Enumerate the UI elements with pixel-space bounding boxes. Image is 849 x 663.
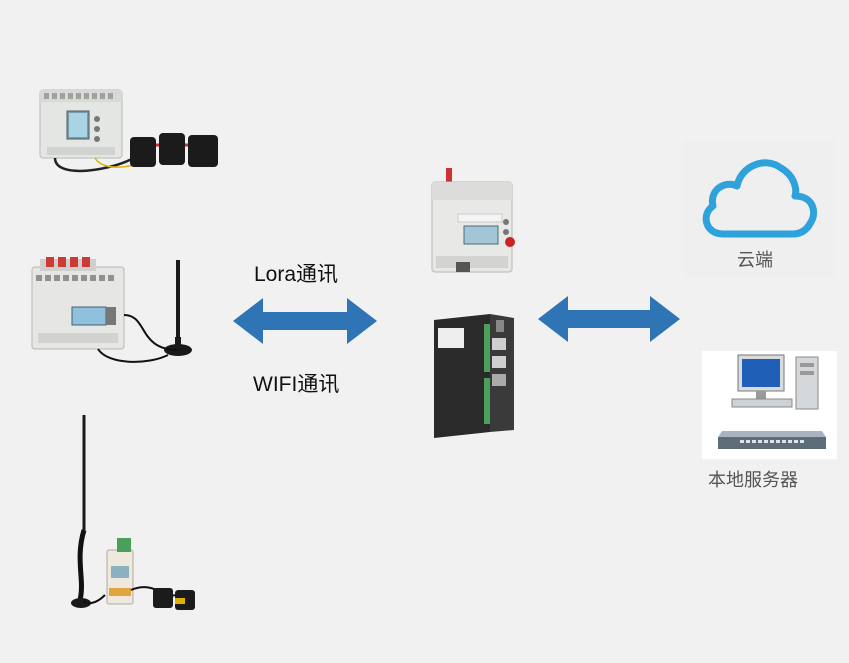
cloud-icon: [702, 159, 818, 238]
wireless-energy-meter: [31, 257, 192, 363]
network-switch-icon: [718, 431, 826, 449]
edge-gateway: [434, 314, 514, 438]
wireless-dc-meter: [71, 415, 195, 610]
left-bidirectional-arrow: [233, 298, 377, 344]
wireless-collector: [431, 168, 515, 273]
server-computer-icon: [731, 354, 819, 410]
cloud-panel: 云端: [683, 140, 835, 278]
right-bidirectional-arrow: [538, 296, 680, 342]
lora-link-label: Lora通讯: [254, 263, 339, 286]
cloud-label: 云端: [737, 250, 773, 270]
server-panel: [702, 351, 837, 459]
server-label: 本地服务器: [708, 470, 798, 490]
wifi-link-label: WIFI通讯: [253, 373, 340, 396]
energy-meter-with-cts: [39, 89, 218, 173]
